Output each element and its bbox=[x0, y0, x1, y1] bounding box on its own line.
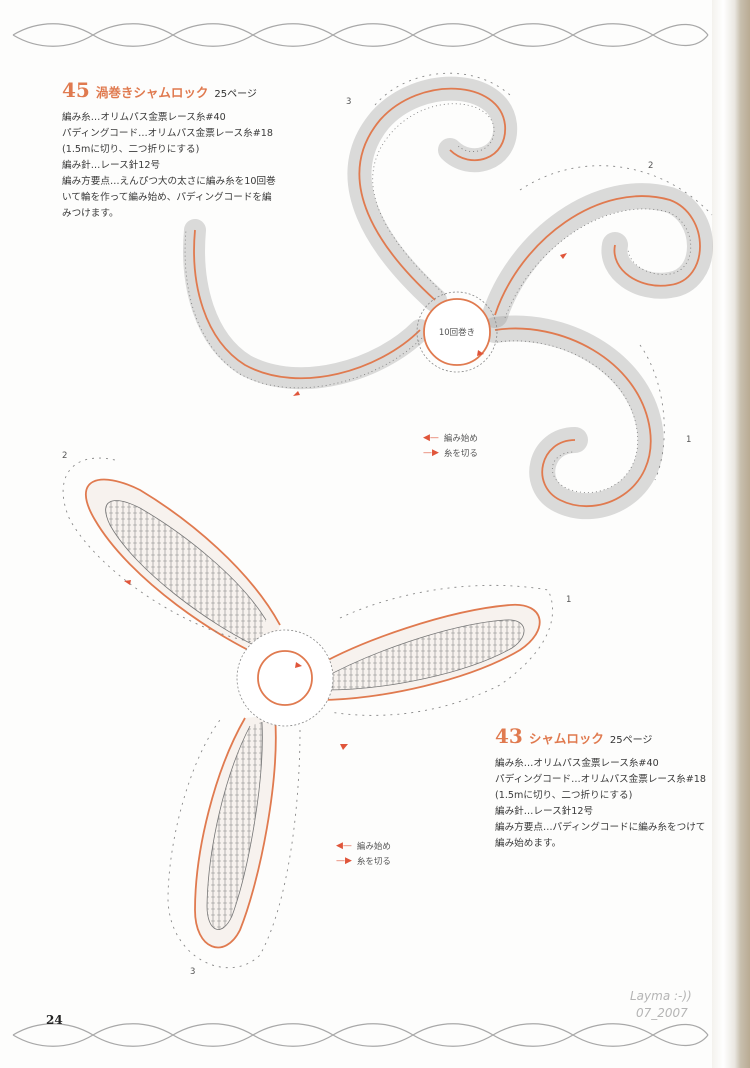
chart-43-petal-3: 3 bbox=[190, 967, 195, 977]
pattern-45-legend: ◀— 編み始め —▶ 糸を切る bbox=[423, 430, 478, 460]
cut-arrow-icon: —▶ bbox=[423, 447, 439, 458]
chart-45-petal-2: 2 bbox=[648, 161, 653, 171]
chart-45-petal-3: 3 bbox=[346, 97, 351, 107]
pattern-45-page-ref: 25ページ bbox=[214, 89, 257, 100]
watermark: Layma :-)) 07_2007 bbox=[630, 988, 692, 1022]
decorative-border-top bbox=[12, 23, 709, 47]
legend-cut-label: 糸を切る bbox=[356, 856, 391, 867]
watermark-author: Layma :-)) bbox=[630, 989, 692, 1003]
pattern-43-number: 43 bbox=[495, 724, 523, 748]
pattern-43-line: 編み始めます。 bbox=[495, 838, 562, 849]
page-number: 24 bbox=[46, 1013, 63, 1027]
pattern-45-line: (1.5mに切り、二つ折りにする) bbox=[62, 144, 200, 155]
pattern-45-number: 45 bbox=[62, 78, 90, 102]
pattern-43-line: 編み針…レース針12号 bbox=[495, 806, 594, 817]
watermark-date: 07_2007 bbox=[636, 1006, 688, 1020]
pattern-43-info: 43 シャムロック 25ページ 編み糸…オリムパス金票レース糸#40 パディング… bbox=[495, 724, 706, 852]
pattern-43-title: シャムロック bbox=[528, 731, 604, 746]
crochet-charts: 10回巻き 1 2 3 1 bbox=[62, 72, 713, 977]
pattern-45-line: 編み糸…オリムパス金票レース糸#40 bbox=[62, 112, 226, 123]
start-arrow-icon: ◀— bbox=[336, 840, 352, 851]
pattern-45-line: 編み針…レース針12号 bbox=[62, 160, 161, 171]
chart-43-petal-2: 2 bbox=[62, 451, 67, 461]
legend-cut-label: 糸を切る bbox=[443, 448, 478, 459]
pattern-43-line: パディングコード…オリムパス金票レース糸#18 bbox=[495, 774, 706, 785]
pattern-43-legend: ◀— 編み始め —▶ 糸を切る bbox=[336, 838, 391, 868]
chart-45-swirl-shamrock: 10回巻き 1 2 3 bbox=[183, 72, 713, 520]
pattern-43-line: 編み方要点…パディングコードに編み糸をつけて bbox=[495, 822, 706, 833]
pattern-45-info: 45 渦巻きシャムロック 25ページ 編み糸…オリムパス金票レース糸#40 パデ… bbox=[62, 78, 276, 222]
chart-43-petal-1: 1 bbox=[566, 595, 571, 605]
chart-45-center-label: 10回巻き bbox=[439, 327, 475, 338]
pattern-45-title: 渦巻きシャムロック bbox=[95, 85, 209, 100]
legend-start-label: 編み始め bbox=[443, 433, 478, 444]
pattern-43-heading: 43 シャムロック 25ページ bbox=[495, 724, 706, 748]
decorative-border-bottom bbox=[12, 1023, 709, 1047]
cut-arrow-icon: —▶ bbox=[336, 855, 352, 866]
pattern-43-line: 編み糸…オリムパス金票レース糸#40 bbox=[495, 758, 659, 769]
pattern-45-line: 編み方要点…えんぴつ大の太さに編み糸を10回巻 bbox=[62, 176, 276, 187]
pattern-45-line: パディングコード…オリムパス金票レース糸#18 bbox=[62, 128, 273, 139]
chart-45-petal-1: 1 bbox=[686, 435, 691, 445]
pattern-45-line: みつけます。 bbox=[62, 208, 119, 219]
pattern-43-line: (1.5mに切り、二つ折りにする) bbox=[495, 790, 633, 801]
legend-start-label: 編み始め bbox=[356, 841, 391, 852]
book-spine bbox=[712, 0, 750, 1068]
pattern-43-page-ref: 25ページ bbox=[609, 735, 653, 746]
start-arrow-icon: ◀— bbox=[423, 432, 439, 443]
chart-43-shamrock: 1 2 3 bbox=[62, 451, 571, 977]
pattern-45-heading: 45 渦巻きシャムロック 25ページ bbox=[62, 78, 276, 102]
pattern-45-line: いて輪を作って編み始め、パディングコードを編 bbox=[62, 192, 272, 203]
